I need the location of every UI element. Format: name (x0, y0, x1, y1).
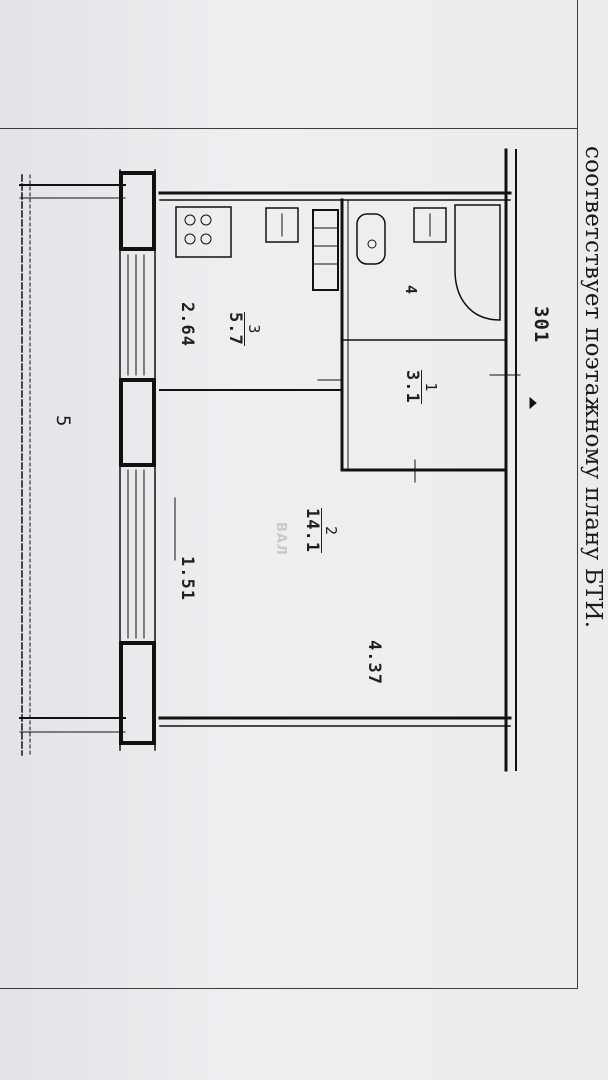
bath-sink-icon (413, 207, 447, 243)
room-4-label: 4 (402, 285, 420, 296)
bathtub-icon (454, 204, 501, 321)
building-number: 301 (530, 306, 552, 344)
kitchen-sink-icon (265, 207, 299, 243)
room-5-label: 5 (52, 415, 74, 428)
dimension-2-64: 2.64 (177, 302, 197, 347)
vent-shaft (312, 209, 339, 291)
dimension-1-51: 1.51 (177, 556, 197, 601)
frame-right-line (577, 0, 578, 988)
wall-block-3 (119, 641, 156, 745)
frame-bottom-line (0, 988, 578, 989)
toilet-icon (356, 213, 386, 265)
wall-block-2 (119, 378, 156, 467)
stove-icon (175, 206, 232, 258)
dimension-4-37: 4.37 (364, 640, 384, 685)
watermark-text: ВАЛ (273, 522, 288, 556)
frame-top-line (0, 128, 578, 129)
wall-block-1 (119, 171, 156, 251)
